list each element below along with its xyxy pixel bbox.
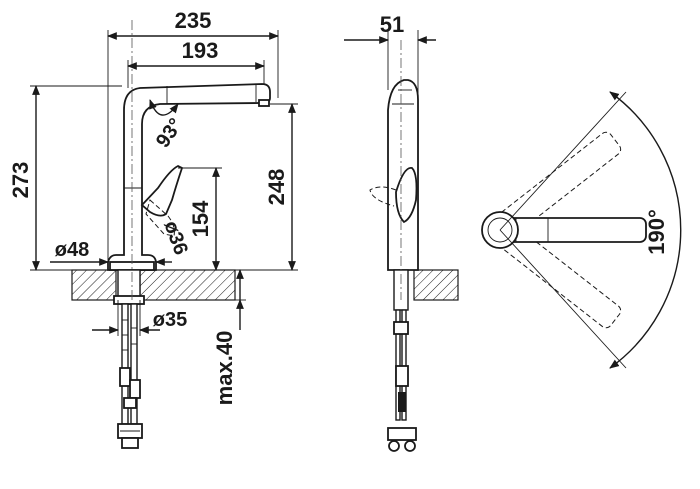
front-view: 235 193 93° 273 248 154 ø36 ø48 [8, 8, 298, 449]
dim-swivel-angle: 190° [644, 209, 669, 255]
dim-spout-height: 248 [264, 169, 289, 206]
spout-aerator [258, 99, 270, 107]
dim-lever-height: 154 [188, 200, 213, 237]
faucet-front-body [107, 83, 271, 271]
lever-handle [140, 164, 184, 217]
dim-lever-diameter: ø36 [159, 218, 191, 258]
side-countertop [413, 269, 459, 301]
dim-hole-diameter: ø35 [153, 309, 187, 331]
side-view: 51 [344, 12, 459, 452]
countertop-left-section [71, 269, 117, 301]
dim-arc-190 [609, 91, 682, 369]
countertop-right-section [139, 269, 236, 301]
side-hoses [387, 309, 417, 452]
mounting-nut [113, 295, 145, 305]
lever-alt-position [145, 199, 175, 237]
supply-hoses [117, 303, 143, 449]
dim-spout-angle: 93° [152, 114, 187, 151]
dim-total-height: 273 [8, 162, 33, 199]
top-view: 190° [481, 91, 682, 369]
dim-max-thickness: max.40 [212, 331, 237, 406]
side-lever-alt [369, 186, 397, 207]
dim-spout-reach: 193 [182, 38, 219, 63]
dim-arc-93 [149, 99, 179, 116]
dim-base-diameter: ø48 [55, 239, 89, 261]
dim-total-reach: 235 [175, 8, 212, 33]
dim-side-width: 51 [380, 12, 404, 37]
